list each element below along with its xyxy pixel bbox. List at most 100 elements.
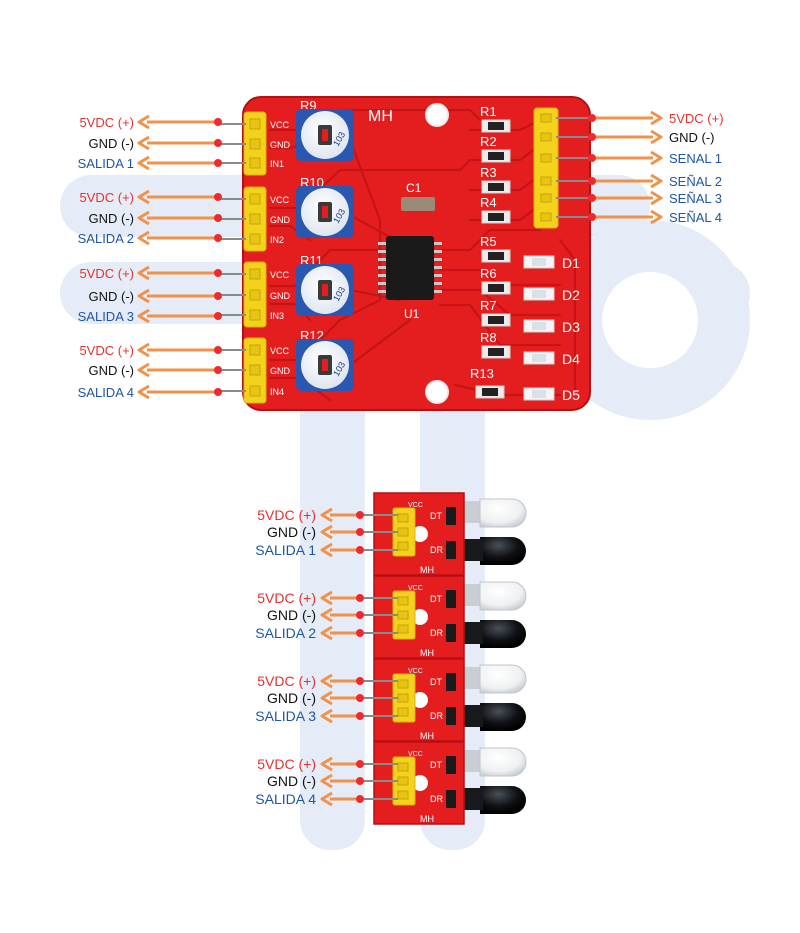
capacitor xyxy=(401,197,435,211)
wire-dot xyxy=(356,629,364,637)
right-label: 5VDC (+) xyxy=(669,111,724,126)
right-wire-2: GND (-) xyxy=(556,129,715,145)
arrow-head xyxy=(137,265,150,281)
left-wire-group-1: 5VDC (+)GND (-)SALIDA 1 xyxy=(78,114,246,171)
board-brand: MH xyxy=(368,108,393,125)
ic-pin xyxy=(378,250,388,253)
ic-pin xyxy=(378,266,388,269)
ic-pin xyxy=(378,274,388,277)
label-signal: SALIDA 4 xyxy=(78,385,134,400)
header-pin-label: IN2 xyxy=(270,235,284,245)
ic-pin xyxy=(378,282,388,285)
ic-pin xyxy=(378,290,388,293)
led-base xyxy=(463,622,483,644)
sensor-silk-vcc: VCC xyxy=(408,668,423,675)
resistor-top xyxy=(488,316,504,324)
led-base xyxy=(463,705,483,727)
right-wire-6: SEÑAL 4 xyxy=(556,209,722,225)
wire-dot xyxy=(356,712,364,720)
wire-dot xyxy=(214,366,222,374)
header-pin xyxy=(249,364,261,376)
wire-dot xyxy=(214,139,222,147)
arrow-head xyxy=(137,342,150,358)
sensor-label-signal: SALIDA 1 xyxy=(255,542,316,558)
sensor-label-signal: SALIDA 2 xyxy=(255,625,316,641)
ir-receiver-led xyxy=(480,620,526,648)
resistor-top xyxy=(488,284,504,292)
arrow-head xyxy=(320,507,333,523)
ic-pin xyxy=(432,274,442,277)
pcb-trace xyxy=(268,158,472,210)
led-base xyxy=(463,584,483,606)
arrow-head xyxy=(137,384,150,400)
ic-pin xyxy=(432,242,442,245)
led-label: D3 xyxy=(562,319,580,335)
label-power: 5VDC (+) xyxy=(79,115,134,130)
ir-emitter-led xyxy=(479,664,527,694)
header-pin-label: GND xyxy=(270,215,291,225)
sensor-silk-brand: MH xyxy=(420,565,434,575)
right-label: SEÑAL 4 xyxy=(669,210,722,225)
resistor-label: R3 xyxy=(480,165,497,180)
ic-body xyxy=(386,236,434,300)
led-base xyxy=(463,539,483,561)
sensor-header-pin xyxy=(397,513,409,523)
wire-dot xyxy=(214,159,222,167)
header-pin-label: VCC xyxy=(270,120,290,130)
sensor-silk-dr: DR xyxy=(430,545,443,555)
label-gnd: GND (-) xyxy=(89,211,135,226)
header-pin xyxy=(249,309,261,321)
pcb-trace xyxy=(348,213,397,242)
smd-led-lens xyxy=(532,390,546,398)
arrow-head xyxy=(650,190,663,206)
pcb-trace xyxy=(348,318,412,367)
label-power: 5VDC (+) xyxy=(79,190,134,205)
arrow-head xyxy=(320,590,333,606)
sensor-hole xyxy=(412,775,428,791)
sensor-header-pin xyxy=(397,610,409,620)
ir-emitter-led xyxy=(479,747,527,777)
sensor-label-power: 5VDC (+) xyxy=(257,507,316,523)
sensor-header-pin xyxy=(397,693,409,703)
sensor-label-gnd: GND (-) xyxy=(267,690,316,706)
header-pin xyxy=(249,138,261,150)
header-pin-label: IN1 xyxy=(270,159,284,169)
label-gnd: GND (-) xyxy=(89,363,135,378)
sensor-label-power: 5VDC (+) xyxy=(257,673,316,689)
right-label: SEÑAL 2 xyxy=(669,174,722,189)
sensor-label-power: 5VDC (+) xyxy=(257,590,316,606)
sensor-label-power: 5VDC (+) xyxy=(257,756,316,772)
header-pin xyxy=(249,385,261,397)
pot-wiper xyxy=(322,206,328,218)
pcb-trace xyxy=(438,268,562,287)
label-power: 5VDC (+) xyxy=(79,266,134,281)
ir-receiver-led xyxy=(480,537,526,565)
arrow-head xyxy=(320,708,333,724)
wire-dot xyxy=(214,118,222,126)
wire-dot xyxy=(214,234,222,242)
sensor-header-pin xyxy=(397,679,409,689)
left-wire-group-2: 5VDC (+)GND (-)SALIDA 2 xyxy=(78,189,246,246)
wire-dot xyxy=(356,594,364,602)
wire-dot xyxy=(356,777,364,785)
sensor-component xyxy=(446,507,456,525)
led-label: D1 xyxy=(562,255,580,271)
arrow-head xyxy=(137,288,150,304)
ic-pin xyxy=(378,242,388,245)
sensor-silk-dt: DT xyxy=(430,594,442,604)
resistor-label: R6 xyxy=(480,266,497,281)
smd-led-lens xyxy=(532,258,546,266)
wire-dot xyxy=(214,388,222,396)
wire-dot xyxy=(214,292,222,300)
sensor-label-signal: SALIDA 3 xyxy=(255,708,316,724)
label-signal: SALIDA 1 xyxy=(78,156,134,171)
right-label: SEÑAL 3 xyxy=(669,191,722,206)
